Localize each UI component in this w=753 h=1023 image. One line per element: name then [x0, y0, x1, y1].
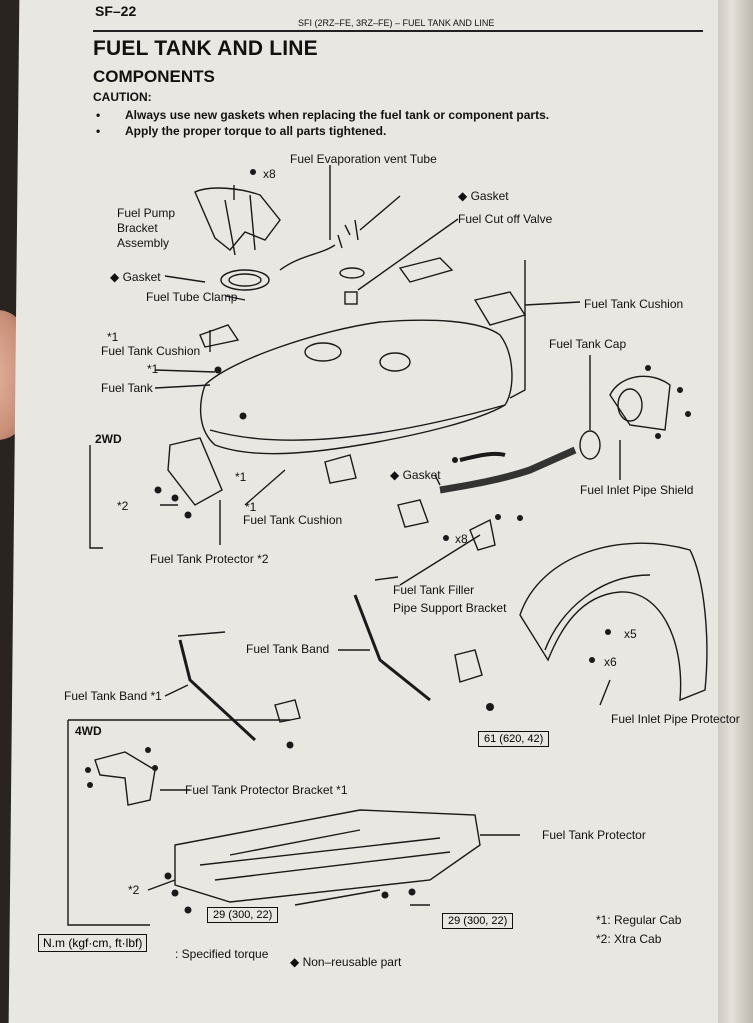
legend-nonreusable: ◆ Non–reusable part — [290, 955, 402, 969]
label-evap-tube: Fuel Evaporation vent Tube — [290, 152, 437, 166]
label-x5: x5 — [624, 627, 637, 641]
label-filler: Pipe Support Bracket — [393, 601, 507, 615]
label-x6: x6 — [604, 655, 617, 669]
note-regular-cab: *1: Regular Cab — [596, 913, 682, 927]
page-edge — [718, 0, 753, 1023]
label-star2: *2 — [117, 499, 129, 513]
section-subtitle: COMPONENTS — [93, 67, 215, 86]
label-tank-band: Fuel Tank Band — [246, 642, 330, 656]
label-tank-cushion: Fuel Tank Cushion — [584, 297, 684, 311]
label-pump: Bracket — [117, 221, 158, 235]
bullet-dot: • — [96, 124, 101, 138]
caution-label: CAUTION: — [93, 90, 152, 104]
label-protector-bracket: Fuel Tank Protector Bracket *1 — [185, 783, 348, 797]
label-inlet-protector: Fuel Inlet Pipe Protector — [611, 712, 740, 726]
label-star1: *1 — [147, 362, 159, 376]
label-tube-clamp: Fuel Tube Clamp — [146, 290, 238, 304]
label-protector2: Fuel Tank Protector *2 — [150, 552, 269, 566]
torque-29: 29 (300, 22) — [207, 907, 279, 923]
label-tank-cushion: Fuel Tank Cushion — [101, 344, 201, 358]
legend-units: N.m (kgf·cm, ft·lbf) — [38, 934, 148, 952]
label-fuel-tank: Fuel Tank — [101, 381, 153, 395]
label-star1: *1 — [107, 330, 119, 344]
caution-item: Apply the proper torque to all parts tig… — [125, 124, 387, 138]
torque-61: 61 (620, 42) — [478, 731, 550, 747]
label-x8: x8 — [455, 532, 468, 546]
section-code: SF–22 — [95, 3, 137, 19]
caution-item: Always use new gaskets when replacing th… — [125, 108, 550, 122]
header-rule — [93, 30, 703, 32]
label-filler: Fuel Tank Filler — [393, 583, 475, 597]
label-gasket: ◆ Gasket — [458, 189, 509, 203]
label-pump: Fuel Pump — [117, 206, 176, 220]
label-gasket: ◆ Gasket — [110, 270, 161, 284]
label-pump: Assembly — [117, 236, 170, 250]
label-tank-cap: Fuel Tank Cap — [549, 337, 627, 351]
torque-29: 29 (300, 22) — [442, 913, 514, 929]
label-tank-protector: Fuel Tank Protector — [542, 828, 646, 842]
label-2wd: 2WD — [95, 432, 122, 446]
label-gasket: ◆ Gasket — [390, 468, 441, 482]
label-x8: x8 — [263, 167, 276, 181]
label-tank-band1: Fuel Tank Band *1 — [64, 689, 162, 703]
label-inlet-shield: Fuel Inlet Pipe Shield — [580, 483, 694, 497]
label-star1: *1 — [245, 500, 257, 514]
label-star2: *2 — [128, 883, 140, 897]
running-title: SFI (2RZ–FE, 3RZ–FE) – FUEL TANK AND LIN… — [298, 18, 495, 28]
page-title: FUEL TANK AND LINE — [93, 37, 318, 60]
legend-specified: : Specified torque — [175, 947, 269, 961]
note-xtra-cab: *2: Xtra Cab — [596, 932, 662, 946]
label-tank-cushion: Fuel Tank Cushion — [243, 513, 343, 527]
label-cutoff-valve: Fuel Cut off Valve — [458, 212, 553, 226]
bullet-dot: • — [96, 108, 101, 122]
label-4wd: 4WD — [75, 724, 102, 738]
label-star1: *1 — [235, 470, 247, 484]
